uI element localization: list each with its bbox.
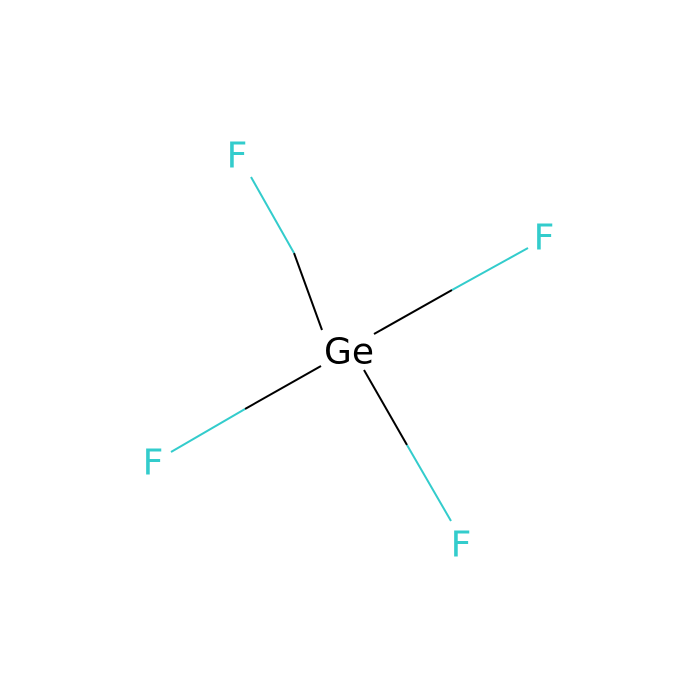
bond-half-f xyxy=(250,176,295,254)
bond-half-ge xyxy=(373,289,453,335)
atom-f-top-left-label: F xyxy=(227,136,248,177)
bond-ge-f-right xyxy=(373,247,529,335)
bond-ge-f-bottom-right xyxy=(363,369,452,522)
atom-f-right-label: F xyxy=(534,218,555,259)
bond-half-f xyxy=(170,408,246,453)
bond-half-ge xyxy=(293,252,323,331)
bond-half-f xyxy=(451,247,529,291)
atom-f-bottom-right-label: F xyxy=(451,525,472,566)
bond-half-ge xyxy=(244,365,322,410)
atom-f-left-label: F xyxy=(143,443,164,484)
bond-ge-f-top-left xyxy=(250,176,323,331)
atom-ge-label: Ge xyxy=(324,332,374,373)
bond-ge-f-left xyxy=(170,365,322,453)
bond-half-ge xyxy=(363,369,408,446)
bond-half-f xyxy=(406,444,452,522)
